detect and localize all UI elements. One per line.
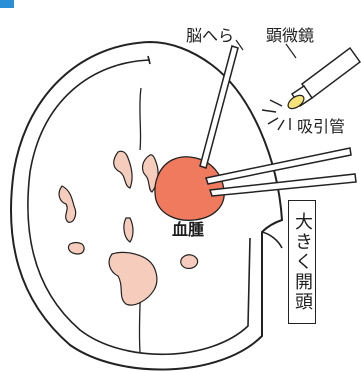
craniotomy-label-box: 大きく開頭: [288, 200, 316, 324]
third-ventricle: [124, 218, 133, 242]
hematoma-mass: [155, 157, 224, 221]
brain-spatula-tool: [200, 46, 238, 168]
label-microscope: 顕微鏡: [266, 28, 314, 44]
microscope-leader-line: [286, 44, 296, 58]
ventricle-posterior: [109, 252, 157, 305]
ventricle-left-lateral: [59, 186, 76, 222]
skull-outer: [11, 42, 282, 370]
label-suction-tube: 吸引管: [297, 119, 345, 135]
microscope-icon: [286, 48, 360, 111]
ventricle-temporal-left: [68, 243, 84, 255]
ventricle-right-lower: [181, 255, 198, 269]
ventricle-left-upper: [114, 151, 132, 188]
light-rays: [262, 100, 290, 130]
label-hematoma: 血腫: [172, 222, 204, 238]
label-brain-spatula: 脳へら: [186, 28, 234, 44]
bone-flap-edge-right: [262, 232, 282, 248]
midline-fissure: [140, 88, 141, 150]
label-large-craniotomy: 大きく開頭: [293, 212, 311, 312]
bone-flap-edge-top: [148, 56, 150, 64]
